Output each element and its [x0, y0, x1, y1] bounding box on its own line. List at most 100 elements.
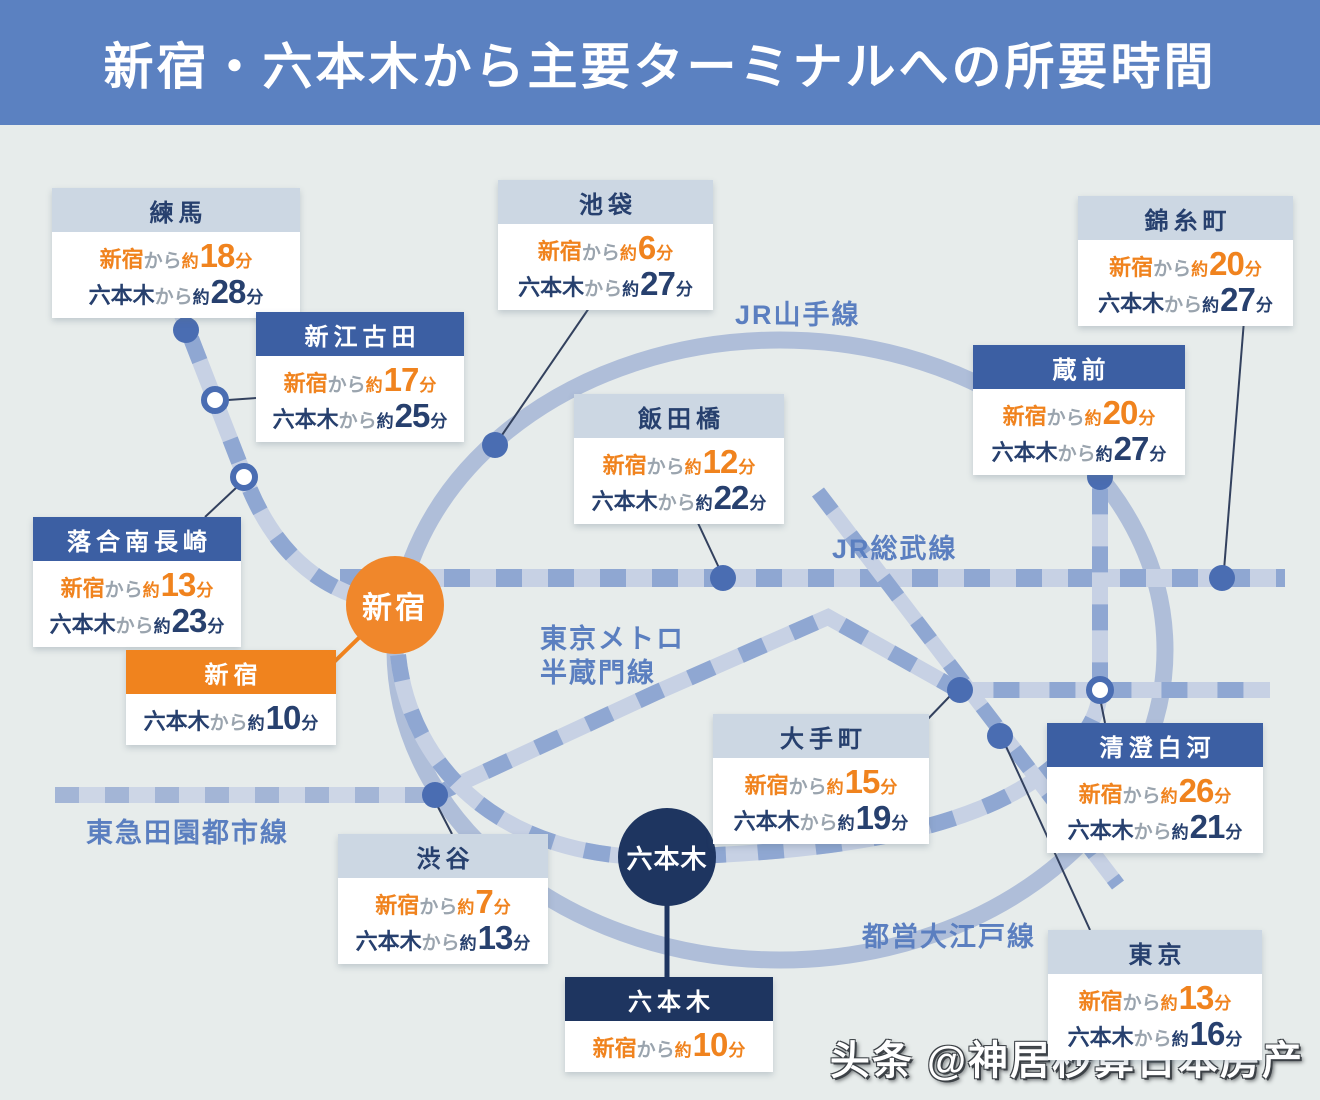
station-node-kiyosumi — [1086, 676, 1114, 704]
minutes-suffix: 分 — [235, 252, 253, 271]
roppongi-label: 六本木 — [991, 439, 1058, 465]
minutes-suffix: 分 — [419, 376, 437, 395]
station-node-shin-egota — [201, 386, 229, 414]
approx-label: 約 — [837, 813, 855, 833]
approx-label: 約 — [192, 287, 210, 307]
station-node-ochiai — [230, 463, 258, 491]
minutes-suffix: 分 — [1225, 1029, 1243, 1049]
minutes-value: 21 — [1189, 807, 1226, 845]
approx-label: 約 — [826, 778, 844, 797]
minutes-suffix: 分 — [656, 244, 674, 263]
shinjuku-label: 新宿 — [744, 773, 789, 798]
station-name: 渋谷 — [338, 834, 548, 878]
title-banner: 新宿・六本木から主要ターミナルへの所要時間 — [0, 0, 1320, 125]
shinjuku-label: 新宿 — [592, 1036, 637, 1061]
roppongi-label: 六本木 — [591, 488, 658, 514]
approx-label: 約 — [684, 458, 702, 477]
minutes-suffix: 分 — [207, 616, 225, 636]
approx-label: 約 — [1171, 1029, 1189, 1049]
approx-label: 約 — [674, 1041, 692, 1060]
shinjuku-label: 新宿 — [283, 371, 328, 396]
from-label: から — [421, 932, 460, 954]
from-label: から — [327, 375, 366, 396]
hanzomon-line-dash — [431, 608, 1270, 803]
minutes-suffix: 分 — [1255, 295, 1273, 315]
minutes-suffix: 分 — [728, 1041, 746, 1060]
connector-kinshicho — [1223, 307, 1246, 571]
approx-label: 約 — [376, 411, 394, 431]
minutes-value: 7 — [475, 883, 493, 920]
minutes-suffix: 分 — [891, 813, 909, 833]
from-label: から — [104, 580, 143, 601]
approx-label: 約 — [1160, 994, 1178, 1013]
connector-shin-egota — [227, 397, 257, 401]
station-node-kinshicho — [1209, 565, 1235, 591]
line-label-yamanote: JR山手線 — [735, 300, 861, 330]
from-label: から — [209, 713, 248, 734]
approx-label: 約 — [1084, 409, 1102, 428]
minutes-suffix: 分 — [1214, 787, 1232, 806]
minutes-value: 18 — [199, 237, 236, 274]
minutes-value: 20 — [1209, 245, 1245, 282]
minutes-suffix: 分 — [246, 287, 264, 307]
station-node-tokyo — [987, 723, 1013, 749]
connector-ochiai — [204, 486, 238, 518]
shinjuku-label: 新宿 — [1002, 404, 1047, 429]
minutes-value: 27 — [1113, 429, 1150, 467]
from-label: から — [1122, 993, 1161, 1014]
minutes-suffix: 分 — [1225, 822, 1243, 842]
from-label: から — [646, 457, 685, 478]
minutes-value: 20 — [1102, 394, 1139, 431]
hub-roppongi: 六本木 — [618, 808, 716, 906]
connector-shibuya — [437, 806, 453, 835]
approx-label: 約 — [1160, 787, 1178, 806]
minutes-value: 28 — [210, 272, 247, 310]
hub-shinjuku: 新宿 — [346, 556, 444, 654]
connector-ikebukuro — [499, 291, 601, 439]
from-label: から — [1133, 1028, 1172, 1050]
shinjuku-label: 新宿 — [375, 893, 420, 918]
shinjuku-label: 新宿 — [1078, 989, 1123, 1014]
from-label: から — [115, 615, 154, 637]
approx-label: 約 — [247, 714, 265, 733]
approx-label: 約 — [1171, 822, 1189, 842]
from-label: から — [338, 410, 377, 432]
shinjuku-label: 新宿 — [1109, 255, 1154, 280]
from-label: から — [584, 278, 623, 300]
from-label: から — [154, 286, 193, 308]
line-label-sobu: JR総武線 — [832, 534, 958, 564]
station-name: 飯田橋 — [574, 394, 784, 438]
from-label: から — [581, 243, 620, 264]
from-label: から — [788, 777, 827, 798]
roppongi-label: 六本木 — [272, 406, 339, 432]
minutes-value: 17 — [383, 361, 420, 398]
oedo-line-nw-dash — [144, 235, 365, 606]
from-label: から — [1057, 443, 1096, 465]
minutes-suffix: 分 — [1214, 994, 1232, 1013]
minutes-value: 13 — [160, 566, 197, 603]
approx-label: 約 — [457, 898, 475, 917]
line-label-hanzomon-line2: 半蔵門線 — [540, 658, 656, 688]
